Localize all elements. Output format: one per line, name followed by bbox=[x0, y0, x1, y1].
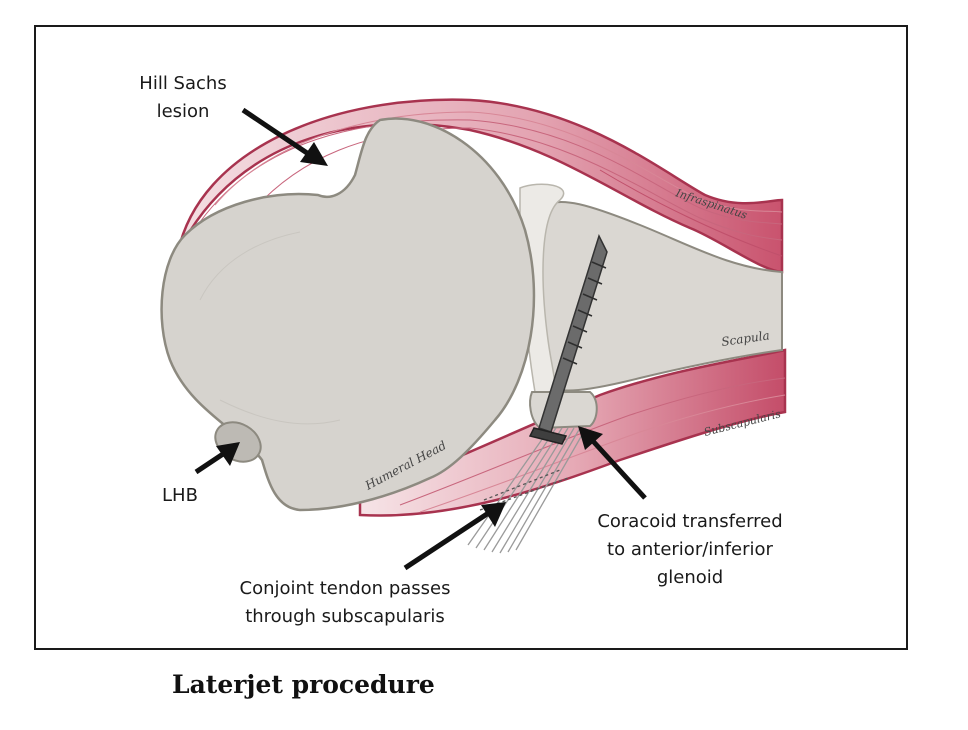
coracoid-arrow-head bbox=[578, 426, 603, 450]
conjoint-label-line1: Conjoint tendon passes bbox=[239, 578, 451, 599]
conjoint-label-line2: through subscapularis bbox=[245, 606, 445, 627]
hill-sachs-arrow-head bbox=[300, 142, 328, 166]
lhb-label-text: LHB bbox=[162, 485, 198, 506]
lhb-label: LHB bbox=[150, 482, 210, 510]
screw bbox=[528, 234, 608, 445]
coracoid-label-line1: Coracoid transferred bbox=[597, 511, 783, 532]
scapula-label: Scapula bbox=[720, 328, 770, 349]
lhb-arrow-head bbox=[216, 442, 240, 466]
hill-sachs-label-line2: lesion bbox=[156, 101, 210, 122]
coracoid-label-line3: glenoid bbox=[656, 567, 724, 588]
conjoint-tendon bbox=[467, 427, 587, 554]
coracoid-label-line2: to anterior/inferior bbox=[607, 539, 773, 560]
figure-caption: Laterjet procedure bbox=[172, 670, 435, 699]
conjoint-arrow-head bbox=[481, 502, 506, 527]
pointer-arrows bbox=[194, 107, 647, 571]
conjoint-tendon-label: Conjoint tendon passes through subscapul… bbox=[220, 575, 470, 631]
subscapularis-muscle bbox=[358, 348, 787, 517]
hill-sachs-label: Hill Sachs lesion bbox=[128, 70, 238, 126]
coracoid-label: Coracoid transferred to anterior/inferio… bbox=[585, 508, 795, 592]
hill-sachs-label-line1: Hill Sachs bbox=[139, 73, 227, 94]
humeral-head-bone bbox=[160, 117, 536, 512]
